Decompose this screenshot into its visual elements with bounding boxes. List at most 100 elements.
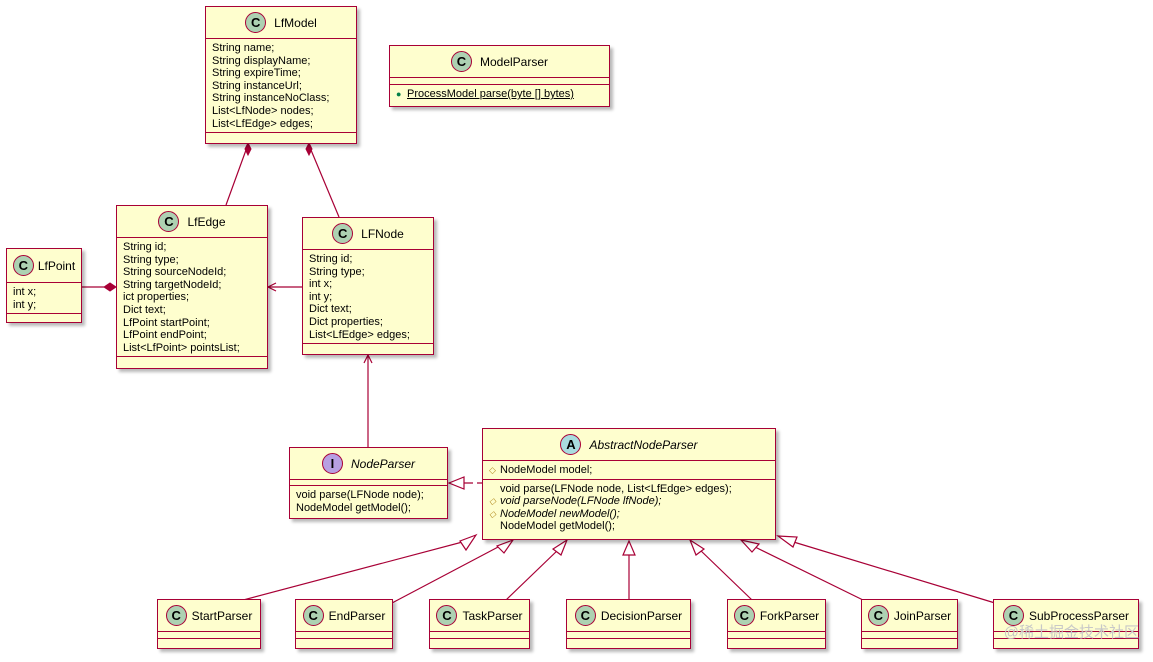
interface-nodeparser-header: I NodeParser <box>290 448 447 480</box>
methods-section <box>296 638 392 645</box>
inherit-joinparser <box>752 545 864 601</box>
class-lfmodel-methods <box>206 132 356 139</box>
field: int x; <box>309 278 333 291</box>
class-modelparser-methods: ●ProcessModel parse(byte [] bytes) <box>390 84 609 103</box>
field: Dict text; <box>309 303 352 316</box>
class-forkparser[interactable]: C ForkParser <box>727 599 826 649</box>
diamond-lfmodel-2 <box>305 141 313 157</box>
method: ◇void parseNode(LFNode lfNode); <box>489 495 769 508</box>
protected-visibility-icon: ◇ <box>489 465 496 475</box>
class-name: SubProcessParser <box>1028 608 1130 623</box>
class-lfedge-fields: String id; String type; String sourceNod… <box>117 238 267 356</box>
class-badge-icon: C <box>332 223 354 244</box>
method-text: void parseNode(LFNode lfNode); <box>500 495 662 508</box>
abstractnodeparser-header: A AbstractNodeParser <box>483 429 775 461</box>
field: String sourceNodeId; <box>123 266 227 279</box>
method: void parse(LFNode node); <box>296 489 424 501</box>
class-lfnode[interactable]: C LFNode String id; String type; int x; … <box>302 217 434 355</box>
composition-lfmodel-lfedge <box>225 149 247 206</box>
field: Dict properties; <box>309 315 383 328</box>
field: int y; <box>13 298 37 311</box>
class-badge-icon: C <box>245 12 267 33</box>
methods-section <box>994 638 1138 645</box>
class-name: ForkParser <box>759 608 820 623</box>
class-endparser-header: C EndParser <box>296 600 392 632</box>
class-lfnode-fields: String id; String type; int x; int y; Di… <box>303 250 433 343</box>
field: String instanceUrl; <box>212 79 302 92</box>
class-startparser[interactable]: C StartParser <box>157 599 261 649</box>
class-badge-icon: C <box>733 605 755 626</box>
field: ◇ NodeModel model; <box>489 464 769 477</box>
class-badge-icon: C <box>450 51 472 72</box>
field: LfPoint endPoint; <box>123 329 207 342</box>
field: String displayName; <box>212 54 311 67</box>
field: String expireTime; <box>212 67 301 80</box>
field: String type; <box>123 253 179 266</box>
class-taskparser[interactable]: C TaskParser <box>429 599 530 649</box>
class-modelparser-header: C ModelParser <box>390 46 609 78</box>
class-lfedge[interactable]: C LfEdge String id; String type; String … <box>116 205 268 369</box>
field: int y; <box>309 290 333 303</box>
field: ict properties; <box>123 291 190 304</box>
class-lfedge-methods <box>117 356 267 363</box>
class-badge-icon: C <box>574 605 596 626</box>
class-name: TaskParser <box>462 608 523 623</box>
methods-section <box>567 638 690 645</box>
class-badge-icon: C <box>867 605 889 626</box>
class-name: LFNode <box>361 226 404 241</box>
class-lfmodel[interactable]: C LfModel String name; String displayNam… <box>205 6 357 144</box>
triangle-fork <box>688 538 706 556</box>
field: List<LfNode> nodes; <box>212 104 314 117</box>
class-endparser[interactable]: C EndParser <box>295 599 393 649</box>
class-lfmodel-header: C LfModel <box>206 7 356 39</box>
watermark: @稀土掘金技术社区 <box>1003 624 1139 641</box>
abstractnodeparser-fields: ◇ NodeModel model; <box>483 461 775 479</box>
class-lfpoint-methods <box>7 313 81 320</box>
class-forkparser-header: C ForkParser <box>728 600 825 632</box>
method: void parse(LFNode node, List<LfEdge> edg… <box>489 483 769 496</box>
triangle-join <box>739 539 761 553</box>
class-name: ModelParser <box>479 54 549 69</box>
diamond-lfmodel-1 <box>244 141 252 157</box>
class-lfnode-methods <box>303 343 433 350</box>
inherit-forkparser <box>697 547 753 601</box>
methods-section <box>430 638 529 645</box>
method: ●ProcessModel parse(byte [] bytes) <box>396 88 603 101</box>
class-subprocessparser[interactable]: C SubProcessParser <box>993 599 1139 649</box>
class-lfmodel-fields: String name; String displayName; String … <box>206 39 356 132</box>
class-joinparser[interactable]: C JoinParser <box>861 599 958 649</box>
class-modelparser[interactable]: C ModelParser ●ProcessModel parse(byte [… <box>389 45 610 107</box>
class-lfpoint[interactable]: C LfPoint int x; int y; <box>6 248 82 323</box>
class-badge-icon: C <box>1002 605 1024 626</box>
protected-visibility-icon: ◇ <box>489 508 496 519</box>
method-text: NodeModel getModel(); <box>500 520 615 533</box>
class-name: LfPoint <box>37 258 76 273</box>
method: NodeModel getModel(); <box>296 501 411 514</box>
field: String name; <box>212 42 275 54</box>
field: String targetNodeId; <box>123 278 222 291</box>
method-text: void parse(LFNode node, List<LfEdge> edg… <box>500 482 732 495</box>
method: ◇ NodeModel newModel(); <box>489 508 769 521</box>
class-name: DecisionParser <box>600 608 683 623</box>
diamond-lfedge <box>103 282 117 292</box>
class-name: JoinParser <box>893 608 952 623</box>
interface-nodeparser[interactable]: I NodeParser void parse(LFNode node); No… <box>289 447 448 519</box>
class-name: LfModel <box>274 15 317 30</box>
triangle-decision <box>622 539 636 556</box>
class-lfnode-header: C LFNode <box>303 218 433 250</box>
triangle-subprocess <box>776 535 798 548</box>
class-decisionparser[interactable]: C DecisionParser <box>566 599 691 649</box>
interface-nodeparser-methods: void parse(LFNode node); NodeModel getMo… <box>290 485 447 516</box>
class-badge-icon: C <box>158 211 180 232</box>
methods-section <box>862 638 957 645</box>
field: String id; <box>123 241 167 253</box>
inherit-taskparser <box>505 547 561 601</box>
inherit-subprocessparser <box>786 539 996 604</box>
field-text: NodeModel model; <box>500 464 593 476</box>
interface-badge-icon: I <box>321 453 343 474</box>
triangle-task <box>551 538 569 556</box>
arrow-to-lfnode <box>363 353 373 364</box>
method-text: NodeModel newModel(); <box>500 507 620 520</box>
field: int x; <box>13 286 37 298</box>
abstract-class-abstractnodeparser[interactable]: A AbstractNodeParser ◇ NodeModel model; v… <box>482 428 776 540</box>
